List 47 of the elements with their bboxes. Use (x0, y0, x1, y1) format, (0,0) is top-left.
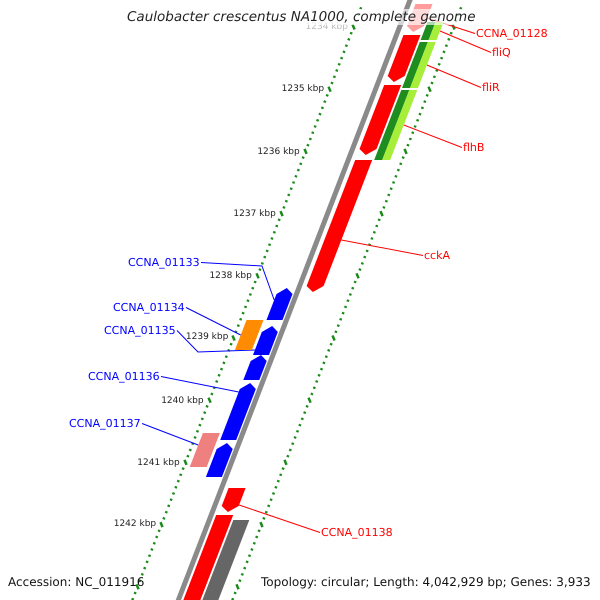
gene-block (306, 160, 372, 292)
gene-block (234, 320, 264, 350)
gene-label: CCNA_01136 (88, 370, 160, 383)
leader-line (176, 330, 256, 352)
gene-label: flhB (463, 140, 484, 154)
tick-label: 1240 kbp (161, 396, 204, 406)
gene-label: CCNA_01137 (69, 416, 141, 430)
leader-line (440, 30, 492, 53)
gene-label: cckA (424, 248, 450, 262)
tick-label: 1239 kbp (186, 332, 228, 342)
gene-block (266, 288, 292, 320)
leader-line (238, 504, 320, 533)
tick-label: 1237 kbp (233, 208, 276, 220)
gene-block (374, 90, 418, 160)
gene-label: CCNA_01133 (128, 256, 200, 269)
tick-label: 1236 kbp (257, 146, 300, 158)
gene-block (402, 42, 436, 88)
leader-line (426, 64, 482, 88)
gene-label: CCNA_01135 (104, 324, 176, 337)
gene-label: CCNA_01128 (476, 26, 548, 40)
gene-block (360, 85, 402, 155)
leader-line (426, 18, 476, 34)
leader-line (340, 240, 424, 256)
gene-label: CCNA_01138 (321, 526, 393, 539)
leader-line (142, 423, 199, 446)
genome-info-text: Topology: circular; Length: 4,042,929 bp; Genes: 3,933 (261, 575, 591, 590)
gene-label: fliQ (492, 46, 511, 59)
gene-block (190, 433, 220, 467)
leader-line (403, 124, 462, 148)
gene-block (220, 383, 256, 440)
gene-block (243, 355, 267, 380)
tick-label: 1238 kbp (209, 270, 252, 282)
tick-label: 1241 kbp (137, 458, 180, 468)
tick-label: 1235 kbp (282, 84, 324, 94)
gene-label: CCNA_01134 (113, 300, 185, 314)
leader-line (186, 307, 242, 336)
gene-label: fliR (482, 80, 500, 94)
tick-label: 1242 kbp (114, 518, 156, 530)
gene-block (222, 488, 246, 512)
title: Caulobacter crescentus NA1000, complete genome (127, 9, 476, 26)
accession-text: Accession: NC_011916 (8, 575, 144, 590)
gene-block (206, 443, 233, 477)
gene-block (388, 35, 420, 82)
gene-block (420, 22, 444, 40)
gene-block (253, 326, 278, 355)
leader-line (200, 262, 275, 300)
leader-line (160, 376, 240, 392)
